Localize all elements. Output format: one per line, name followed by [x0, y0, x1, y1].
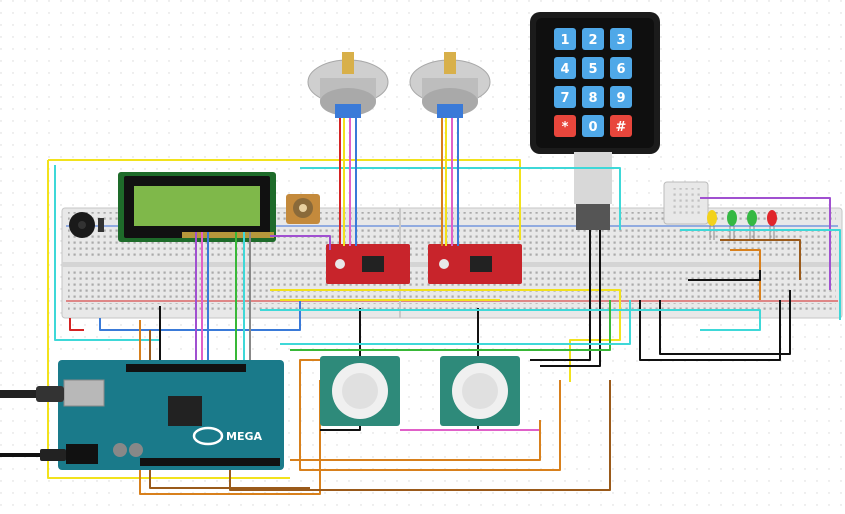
- led: [707, 210, 717, 240]
- stepper-driver-1: [326, 244, 410, 284]
- keypad: 1 2 3 4 5 6 7 8 9 * 0 #: [530, 12, 660, 230]
- keypad-key-label: 9: [616, 91, 625, 106]
- arduino-brand-text: MEGA: [226, 430, 262, 443]
- pir-sensor-2: [440, 356, 520, 426]
- keypad-key: 2: [582, 28, 604, 50]
- dht-sensor: [663, 181, 709, 225]
- keypad-key: 8: [582, 86, 604, 108]
- lcd-screen: [134, 186, 260, 226]
- keypad-key-label: 0: [588, 120, 597, 135]
- led: [767, 210, 777, 240]
- stepper-driver-2: [428, 244, 522, 284]
- wire: [680, 229, 841, 320]
- keypad-key: 1: [554, 28, 576, 50]
- keypad-key-label: 3: [616, 33, 625, 48]
- wire: [320, 308, 361, 431]
- keypad-key-label: 4: [560, 62, 569, 77]
- wire: [48, 159, 521, 240]
- wire: [290, 420, 541, 461]
- keypad-key: 0: [582, 115, 604, 137]
- wire: [299, 359, 561, 471]
- keypad-key-label: 6: [616, 62, 625, 77]
- keypad-key: *: [554, 115, 576, 137]
- led: [747, 210, 757, 240]
- arduino-mega-board: MEGA: [58, 360, 284, 470]
- keypad-key: 7: [554, 86, 576, 108]
- keypad-key-label: #: [616, 120, 627, 135]
- wire: [730, 249, 761, 300]
- stepper-motor-1: [307, 52, 389, 118]
- keypad-key-label: 5: [588, 62, 597, 77]
- keypad-key: 4: [554, 57, 576, 79]
- power-jack: [0, 444, 98, 464]
- lcd-display: [118, 172, 276, 242]
- wire: [530, 230, 591, 361]
- pir-sensor-1: [320, 356, 400, 426]
- keypad-key: 3: [610, 28, 632, 50]
- wire: [300, 167, 621, 230]
- keypad-key: 5: [582, 57, 604, 79]
- wire: [99, 300, 301, 331]
- keypad-key: 6: [610, 57, 632, 79]
- keypad-key-label: 2: [588, 33, 597, 48]
- keypad-key-label: 7: [560, 91, 569, 106]
- leds: [707, 210, 777, 240]
- led: [727, 210, 737, 240]
- wires: [47, 118, 841, 495]
- wire: [639, 300, 781, 361]
- keypad-key: 9: [610, 86, 632, 108]
- wire: [290, 300, 611, 351]
- wire: [69, 318, 84, 331]
- wire: [260, 309, 761, 331]
- wire: [688, 270, 761, 281]
- wire: [47, 160, 290, 479]
- wire: [540, 230, 601, 367]
- potentiometer: [286, 194, 320, 224]
- wire: [270, 235, 331, 250]
- buzzer: [69, 212, 104, 238]
- wire: [659, 290, 791, 355]
- keypad-key-label: 8: [588, 91, 597, 106]
- wire: [229, 380, 611, 491]
- keypad-key-label: *: [562, 120, 569, 135]
- wire: [280, 300, 631, 345]
- stepper-motor-2: [409, 52, 491, 118]
- wire: [720, 239, 801, 280]
- keypad-key: #: [610, 115, 632, 137]
- wire: [270, 289, 621, 382]
- usb-connector: [0, 379, 105, 407]
- wire: [54, 165, 160, 341]
- wire: [700, 197, 831, 290]
- keypad-key-label: 1: [560, 33, 569, 48]
